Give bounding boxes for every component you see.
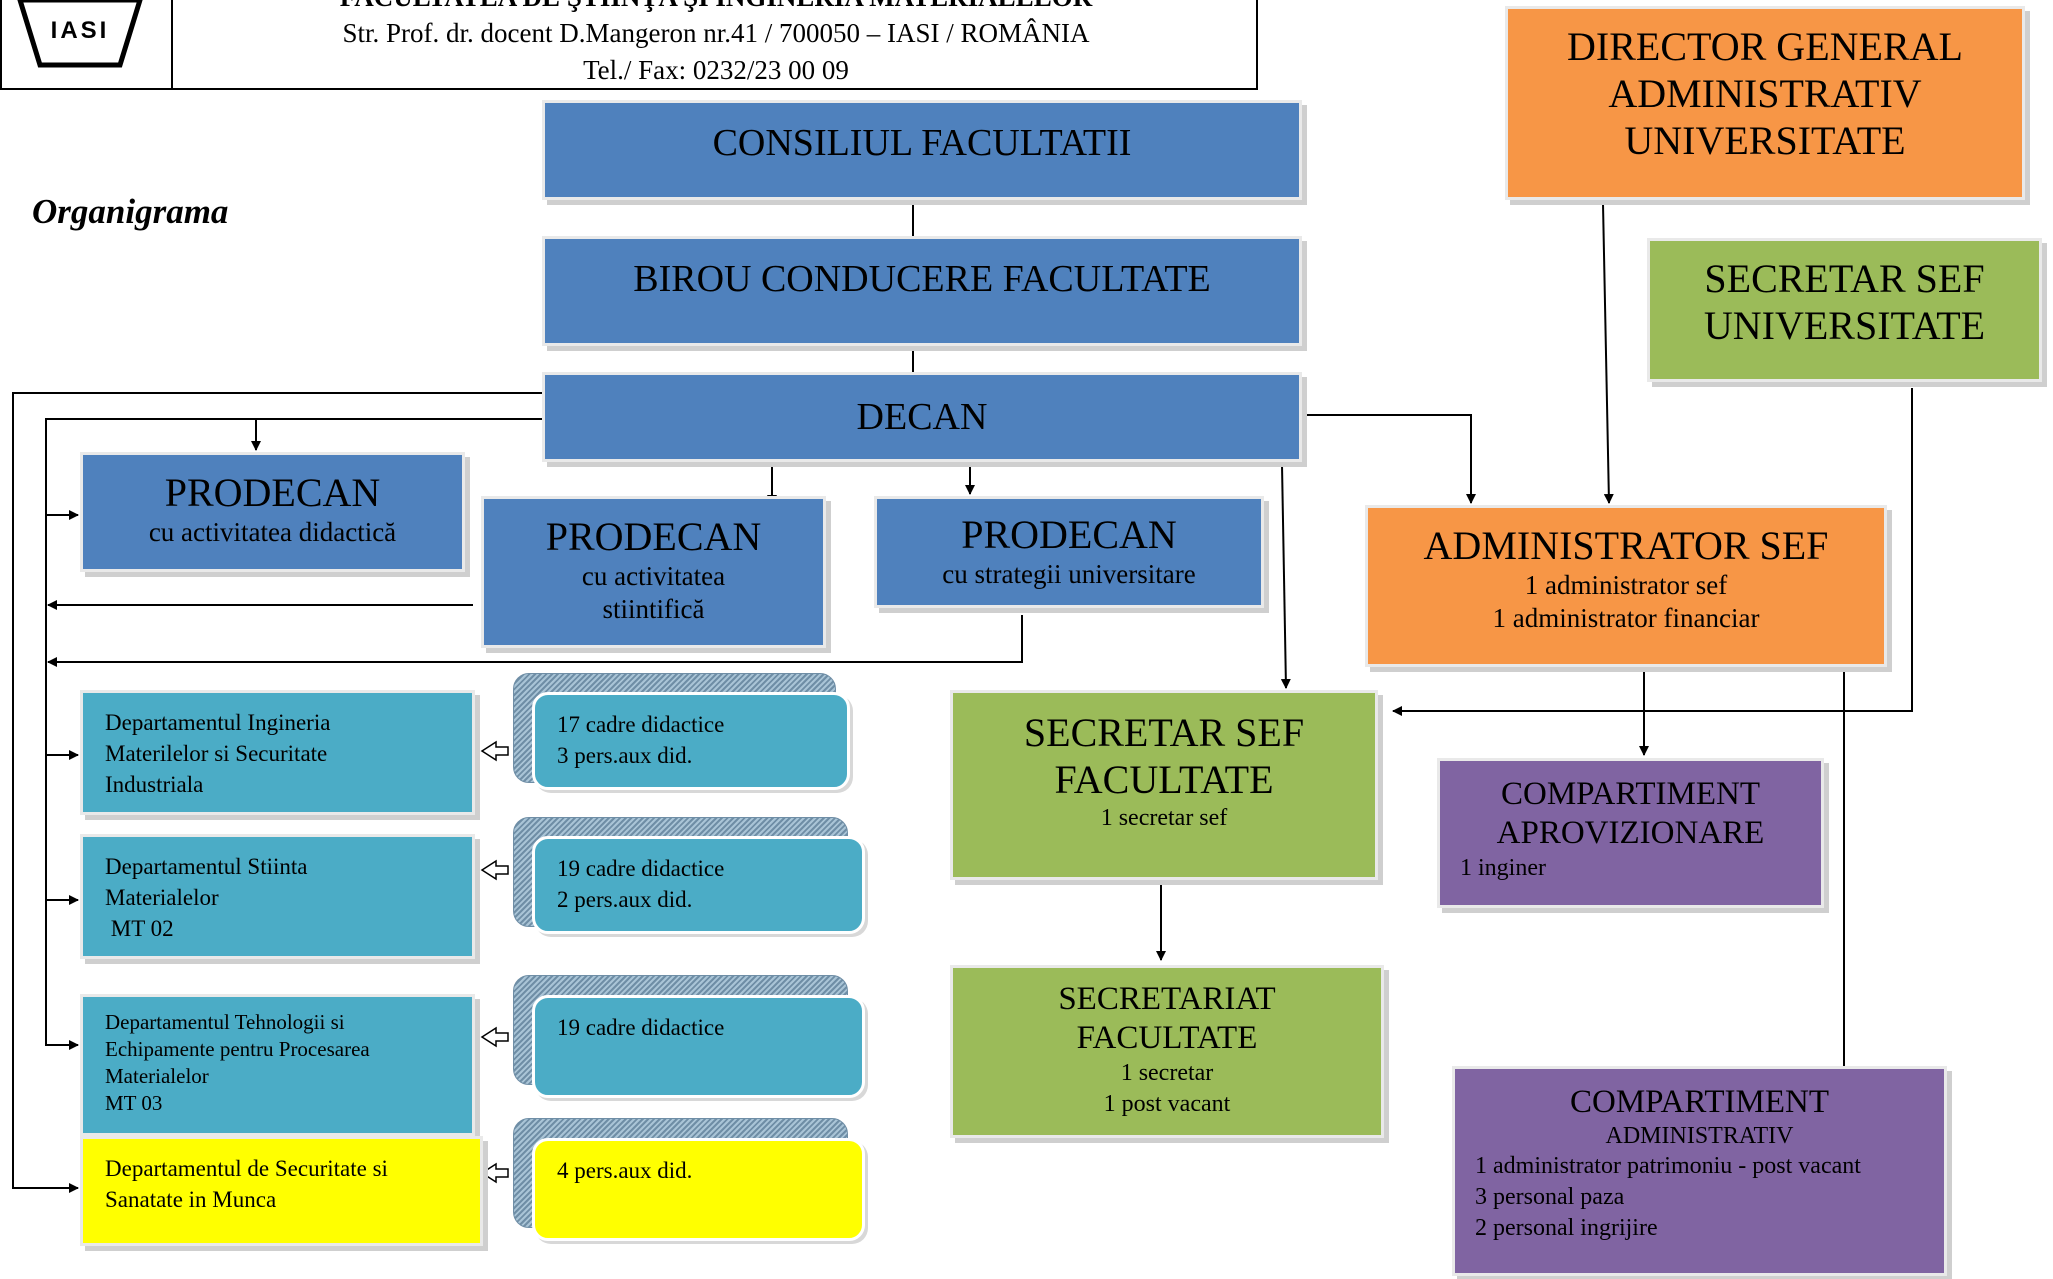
department-box-4: Departamentul de Securitate si Sanatate … xyxy=(80,1136,483,1246)
department-1-line3: Industriala xyxy=(105,772,204,797)
secretar-fac-line2: FACULTATE xyxy=(1054,757,1274,802)
prodecan-stiintific-box: PRODECAN cu activitatea stiintifică xyxy=(481,496,826,648)
secretar-univ-line-1: SECRETAR SEF xyxy=(1704,256,1985,301)
administrator-sef-box: ADMINISTRATOR SEF 1 administrator sef 1 … xyxy=(1365,505,1887,667)
compartiment-administrativ-box: COMPARTIMENT ADMINISTRATIV 1 administrat… xyxy=(1452,1066,1947,1276)
secretar-fac-line1: SECRETAR SEF xyxy=(1023,710,1305,755)
prodecan-stiintific-sub2: stiintifică xyxy=(602,594,705,624)
consiliul-facultatii-box: CONSILIUL FACULTATII xyxy=(542,100,1302,200)
staff-2-line2: 2 pers.aux did. xyxy=(557,887,693,912)
department-2-line3: MT 02 xyxy=(105,916,174,941)
logo-text: IASI xyxy=(51,17,110,44)
aprovizionare-line2: APROVIZIONARE xyxy=(1496,815,1765,851)
birou-conducere-label: BIROU CONDUCERE FACULTATE xyxy=(633,258,1211,300)
header-phone: Tel./ Fax: 0232/23 00 09 xyxy=(583,55,849,85)
department-3-line1: Departamentul Tehnologii si xyxy=(105,1010,345,1034)
page-title: Organigrama xyxy=(32,192,229,231)
compartiment-aprovizionare-box: COMPARTIMENT APROVIZIONARE 1 inginer xyxy=(1437,758,1824,908)
secretariat-line3: 1 secretar xyxy=(1120,1060,1214,1086)
department-box-2: Departamentul Stiinta Materialelor MT 02 xyxy=(80,834,475,959)
department-1-line2: Materilelor si Securitate xyxy=(105,741,328,766)
administrativ-line2: ADMINISTRATIV xyxy=(1605,1123,1794,1149)
director-line-3: UNIVERSITATE xyxy=(1624,118,1906,163)
administrativ-line5: 2 personal ingrijire xyxy=(1475,1215,1658,1241)
prodecan-strategii-sub: cu strategii universitare xyxy=(942,559,1196,589)
aprovizionare-line1: COMPARTIMENT xyxy=(1500,776,1760,812)
staff-box-1: 17 cadre didactice 3 pers.aux did. xyxy=(532,692,850,790)
secretariat-facultate-box: SECRETARIAT FACULTATE 1 secretar 1 post … xyxy=(950,965,1384,1138)
prodecan-didactic-box: PRODECAN cu activitatea didactică xyxy=(80,452,465,572)
staff-4-line1: 4 pers.aux did. xyxy=(557,1158,693,1183)
prodecan-stiintific-sub1: cu activitatea xyxy=(581,561,726,591)
department-3-line3: Materialelor xyxy=(105,1064,209,1088)
prodecan-didactic-sub: cu activitatea didactică xyxy=(148,517,397,547)
administrator-sef-line2: 1 administrator financiar xyxy=(1492,603,1760,633)
header-divider xyxy=(171,0,173,90)
staff-box-3: 19 cadre didactice xyxy=(532,995,865,1098)
department-2-line2: Materialelor xyxy=(105,885,219,910)
administrator-sef-line1: 1 administrator sef xyxy=(1524,570,1728,600)
header-address: Str. Prof. dr. docent D.Mangeron nr.41 /… xyxy=(342,18,1090,48)
department-1-line1: Departamentul Ingineria xyxy=(105,710,331,735)
secretariat-line4: 1 post vacant xyxy=(1103,1091,1231,1117)
staff-3-line1: 19 cadre didactice xyxy=(557,1015,725,1040)
aprovizionare-line3: 1 inginer xyxy=(1460,855,1546,881)
administrativ-line3: 1 administrator patrimoniu - post vacant xyxy=(1475,1153,1861,1179)
header-frame xyxy=(0,0,1258,90)
secretariat-line1: SECRETARIAT xyxy=(1058,981,1276,1017)
prodecan-strategii-box: PRODECAN cu strategii universitare xyxy=(874,496,1264,608)
header-faculty: FACULTATEA DE ŞTIINŢA ŞI INGINERIA MATER… xyxy=(174,0,1258,15)
birou-conducere-box: BIROU CONDUCERE FACULTATE xyxy=(542,236,1302,346)
consiliul-facultatii-label: CONSILIUL FACULTATII xyxy=(712,122,1132,164)
secretar-univ-line-2: UNIVERSITATE xyxy=(1703,303,1986,348)
secretar-sef-universitate-box: SECRETAR SEF UNIVERSITATE xyxy=(1647,238,2042,382)
director-line-1: DIRECTOR GENERAL xyxy=(1567,24,1963,69)
logo-icon: IASI xyxy=(17,0,143,68)
staff-1-line1: 17 cadre didactice xyxy=(557,712,725,737)
prodecan-strategii-title: PRODECAN xyxy=(961,512,1177,557)
department-4-line2: Sanatate in Munca xyxy=(105,1187,277,1212)
department-2-line1: Departamentul Stiinta xyxy=(105,854,308,879)
staff-1-line2: 3 pers.aux did. xyxy=(557,743,693,768)
department-4-line1: Departamentul de Securitate si xyxy=(105,1156,388,1181)
administrator-sef-title: ADMINISTRATOR SEF xyxy=(1423,523,1829,568)
secretar-fac-line3: 1 secretar sef xyxy=(1100,805,1228,831)
department-box-1: Departamentul Ingineria Materilelor si S… xyxy=(80,690,475,815)
secretar-sef-facultate-box: SECRETAR SEF FACULTATE 1 secretar sef xyxy=(950,690,1378,880)
decan-label: DECAN xyxy=(856,396,988,438)
director-general-box: DIRECTOR GENERAL ADMINISTRATIV UNIVERSIT… xyxy=(1505,6,2025,200)
director-line-2: ADMINISTRATIV xyxy=(1608,71,1922,116)
department-box-3: Departamentul Tehnologii si Echipamente … xyxy=(80,994,475,1136)
department-3-line4: MT 03 xyxy=(105,1091,163,1115)
prodecan-stiintific-title: PRODECAN xyxy=(545,514,762,559)
prodecan-didactic-title: PRODECAN xyxy=(164,470,381,515)
administrativ-line1: COMPARTIMENT xyxy=(1569,1084,1829,1120)
staff-box-4: 4 pers.aux did. xyxy=(532,1138,865,1241)
administrativ-line4: 3 personal paza xyxy=(1475,1184,1625,1210)
staff-box-2: 19 cadre didactice 2 pers.aux did. xyxy=(532,836,865,934)
decan-box: DECAN xyxy=(542,372,1302,462)
staff-2-line1: 19 cadre didactice xyxy=(557,856,725,881)
secretariat-line2: FACULTATE xyxy=(1076,1020,1258,1056)
department-3-line2: Echipamente pentru Procesarea xyxy=(105,1037,370,1061)
